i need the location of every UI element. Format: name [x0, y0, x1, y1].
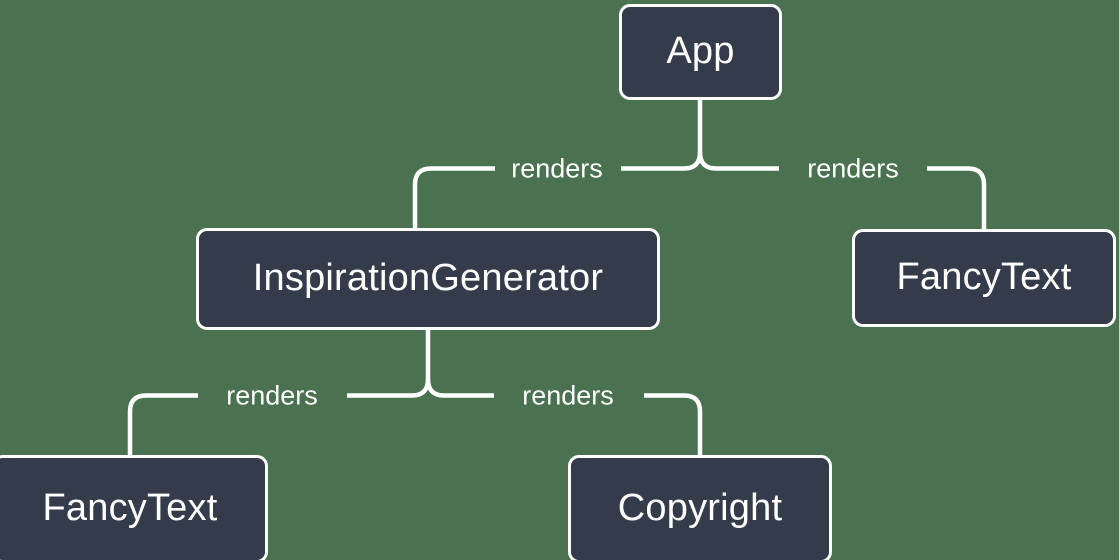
edge-label-inspiration-to-fancytext: renders	[226, 380, 318, 411]
node-fancytext-right[interactable]: FancyText	[852, 229, 1116, 327]
edge-inspiration-to-copyright-left-seg	[425, 378, 494, 398]
edge-inspiration-to-fancytext-left-seg	[127, 393, 198, 455]
node-inspiration-generator[interactable]: InspirationGenerator	[196, 228, 660, 330]
edge-app-to-fancytext-right-seg	[927, 166, 987, 229]
node-app[interactable]: App	[619, 4, 782, 100]
node-fancytext-bottom-label: FancyText	[42, 486, 218, 529]
node-app-label: App	[666, 29, 735, 72]
node-copyright[interactable]: Copyright	[568, 455, 832, 560]
node-copyright-label: Copyright	[617, 486, 783, 529]
edge-app-to-inspiration-right-seg	[621, 151, 703, 171]
node-inspiration-generator-label: InspirationGenerator	[252, 256, 604, 299]
node-fancytext-bottom[interactable]: FancyText	[0, 455, 268, 560]
edge-app-to-fancytext-left-seg	[697, 151, 779, 171]
node-fancytext-right-label: FancyText	[896, 255, 1072, 298]
edge-app-to-inspiration-left-seg	[412, 166, 495, 229]
edge-label-app-to-fancytext: renders	[807, 153, 899, 184]
edge-inspiration-to-copyright-right-seg	[644, 393, 703, 455]
edge-label-inspiration-to-copyright: renders	[522, 380, 614, 411]
edge-inspiration-to-fancytext-right-seg	[347, 378, 431, 398]
edge-label-app-to-inspiration: renders	[511, 153, 603, 184]
